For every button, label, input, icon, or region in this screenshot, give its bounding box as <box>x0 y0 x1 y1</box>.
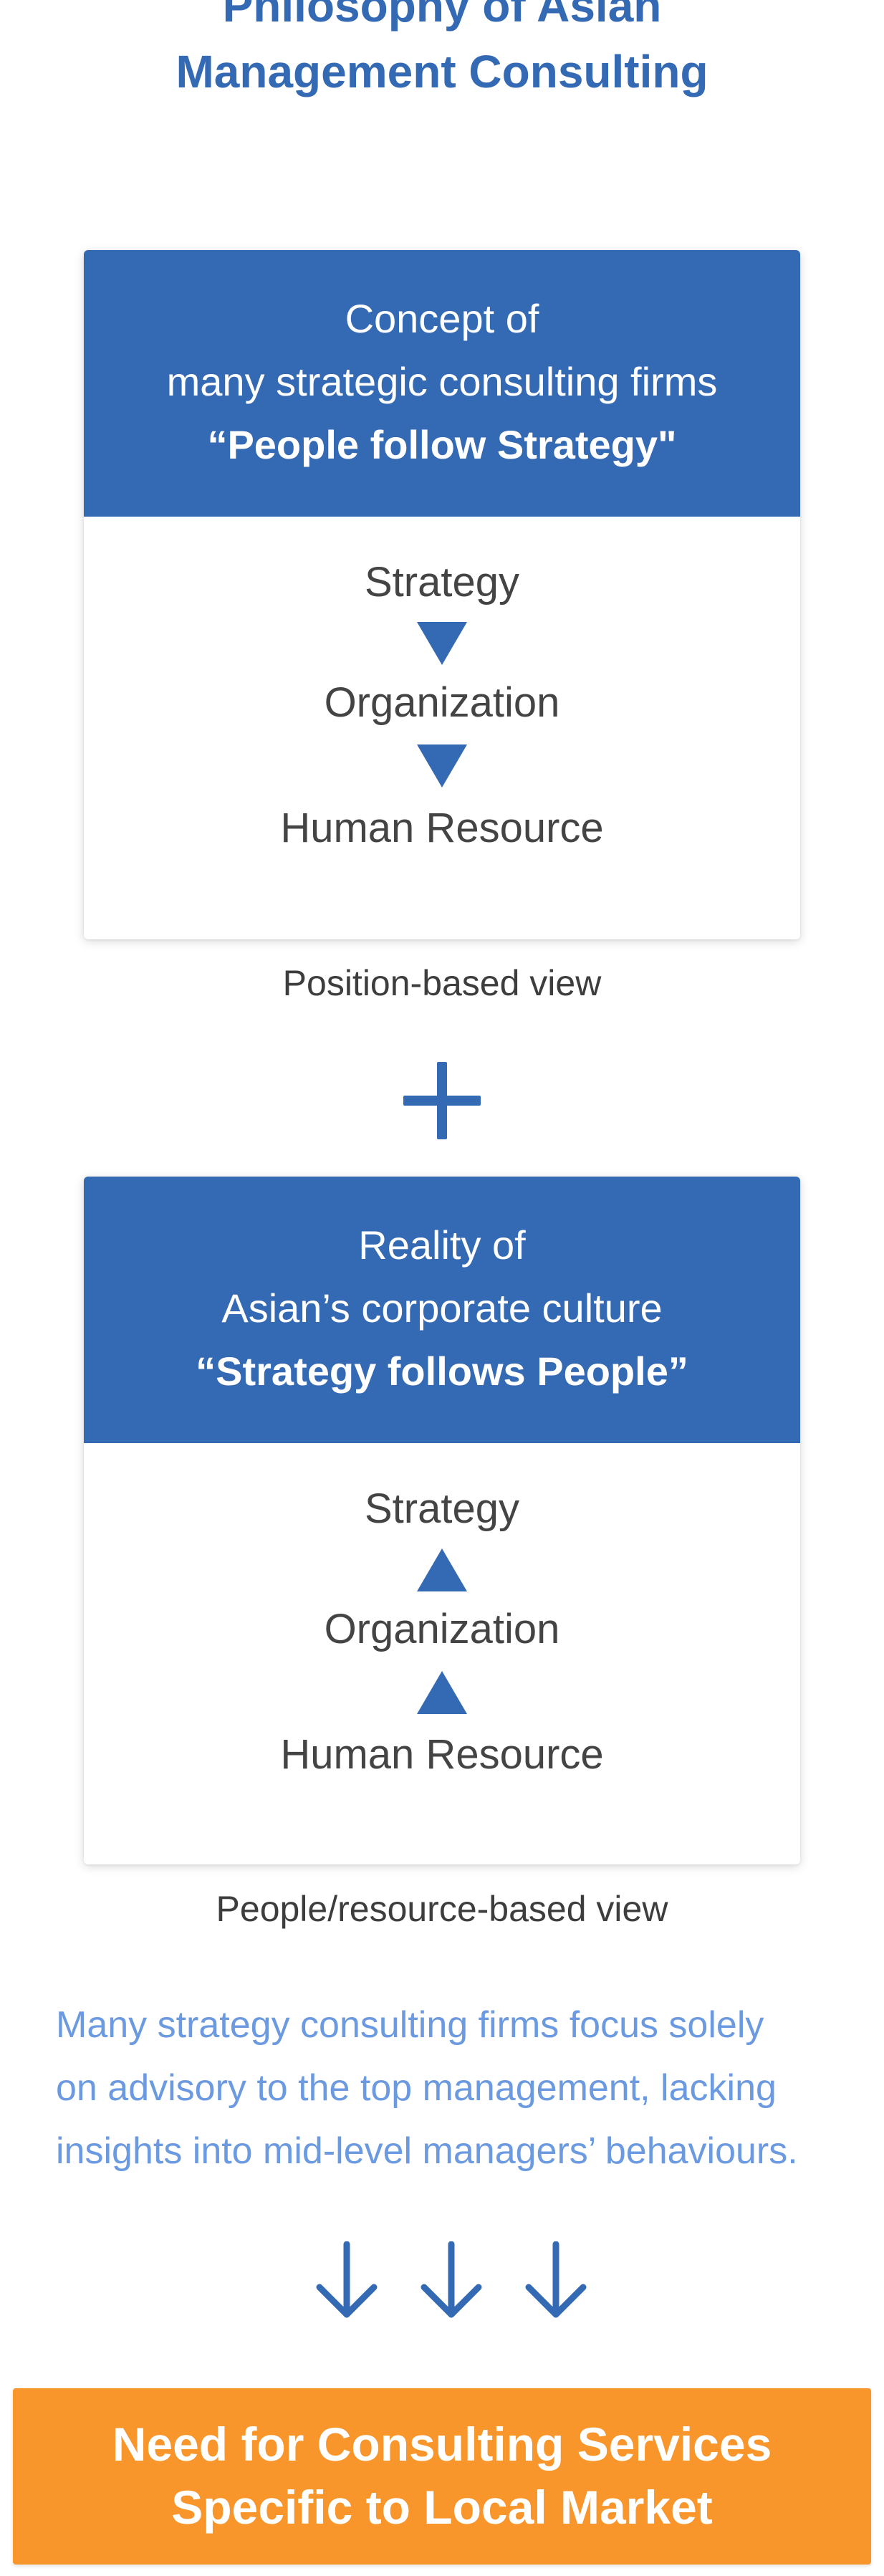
concept-node-strategy: Strategy <box>365 559 519 605</box>
triangle-down-icon <box>417 744 467 787</box>
triangle-up-icon <box>417 1548 467 1591</box>
insight-note: Many strategy consulting firms focus sol… <box>56 1993 858 2183</box>
reality-card-body: Strategy Organization Human Resource <box>84 1443 800 1864</box>
concept-node-human-resource: Human Resource <box>280 805 604 851</box>
concept-card: Concept of many strategic consulting fir… <box>84 250 800 939</box>
concept-header-line-1: Concept of <box>345 296 539 341</box>
arrow-down-icon <box>314 2241 380 2320</box>
concept-header-line-2: many strategic consulting firms <box>166 359 718 404</box>
arrow-down-icon <box>418 2241 484 2320</box>
reality-header-line-2: Asian’s corporate culture <box>221 1285 663 1331</box>
triangle-up-icon <box>417 1671 467 1714</box>
reality-card: Reality of Asian’s corporate culture “St… <box>84 1177 800 1864</box>
page-title-line-1: Philosophy of Asian <box>222 0 662 32</box>
insight-note-line-2: on advisory to the top management, lacki… <box>56 2067 777 2109</box>
insight-note-line-3: insights into mid-level managers’ behavi… <box>56 2130 798 2172</box>
reality-header-quote: “Strategy follows People” <box>196 1349 688 1394</box>
conclusion-box: Need for Consulting Services Specific to… <box>13 2388 871 2565</box>
reality-view-caption: People/resource-based view <box>216 1889 668 1929</box>
triangle-down-icon <box>417 622 467 665</box>
concept-view-caption: Position-based view <box>282 963 602 1003</box>
conclusion-line-2: Specific to Local Market <box>171 2481 713 2534</box>
plus-icon <box>403 1062 481 1139</box>
reality-node-human-resource: Human Resource <box>280 1731 604 1778</box>
concept-node-organization: Organization <box>324 679 560 726</box>
reality-node-organization: Organization <box>324 1606 560 1652</box>
conclusion-line-1: Need for Consulting Services <box>112 2418 772 2471</box>
insight-note-line-1: Many strategy consulting firms focus sol… <box>56 2004 764 2046</box>
concept-card-body: Strategy Organization Human Resource <box>84 517 800 939</box>
concept-header-quote: “People follow Strategy" <box>207 422 677 467</box>
flow-arrows <box>0 2241 884 2320</box>
concept-card-header: Concept of many strategic consulting fir… <box>84 250 800 517</box>
reality-node-strategy: Strategy <box>365 1485 519 1532</box>
page-title-line-2: Management Consulting <box>176 46 708 97</box>
page-title: Philosophy of Asian Management Consultin… <box>0 0 884 105</box>
reality-card-header: Reality of Asian’s corporate culture “St… <box>84 1177 800 1443</box>
reality-header-line-1: Reality of <box>358 1222 526 1268</box>
arrow-down-icon <box>523 2241 589 2320</box>
